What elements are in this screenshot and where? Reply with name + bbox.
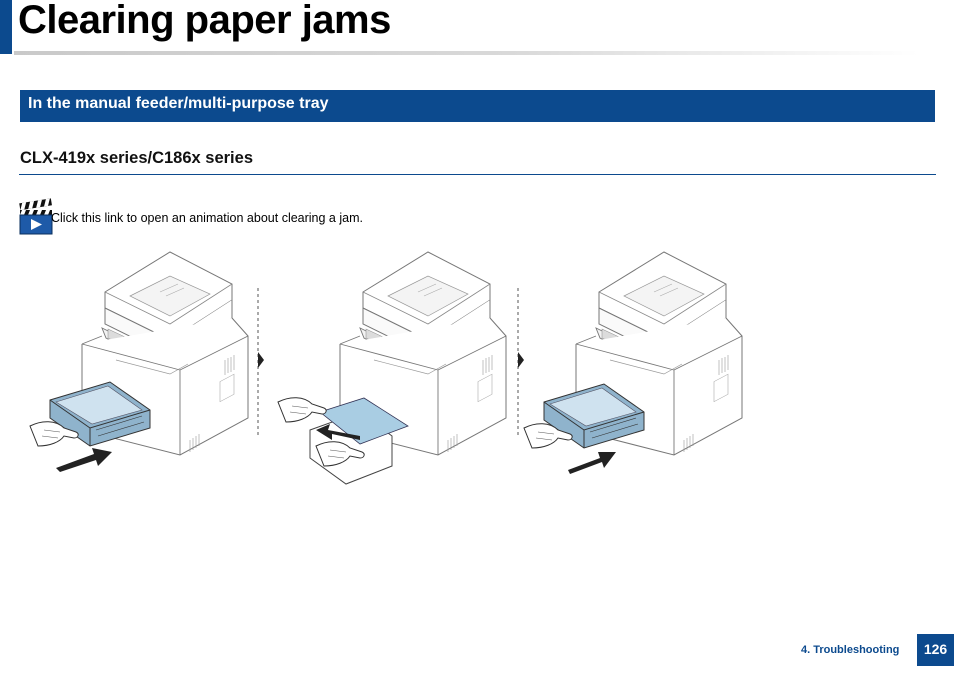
step-2-illustration [277, 251, 507, 485]
animation-link-text[interactable]: Click this link to open an animation abo… [51, 211, 363, 225]
step-3-illustration [523, 251, 743, 474]
jam-clearing-illustration [29, 251, 743, 485]
page-number-badge: 126 [917, 634, 954, 666]
footer-section-label: 4. Troubleshooting [801, 644, 900, 656]
step-1-illustration [29, 251, 249, 472]
title-underline [14, 51, 919, 55]
model-subheading: CLX-419x series/C186x series [20, 149, 253, 167]
section-banner-title: In the manual feeder/multi-purpose tray [28, 95, 329, 112]
page-title: Clearing paper jams [18, 0, 391, 42]
subheading-rule [19, 174, 936, 175]
video-clapper-icon[interactable] [18, 196, 54, 236]
title-accent-bar [0, 0, 12, 54]
section-banner: In the manual feeder/multi-purpose tray [20, 90, 935, 122]
